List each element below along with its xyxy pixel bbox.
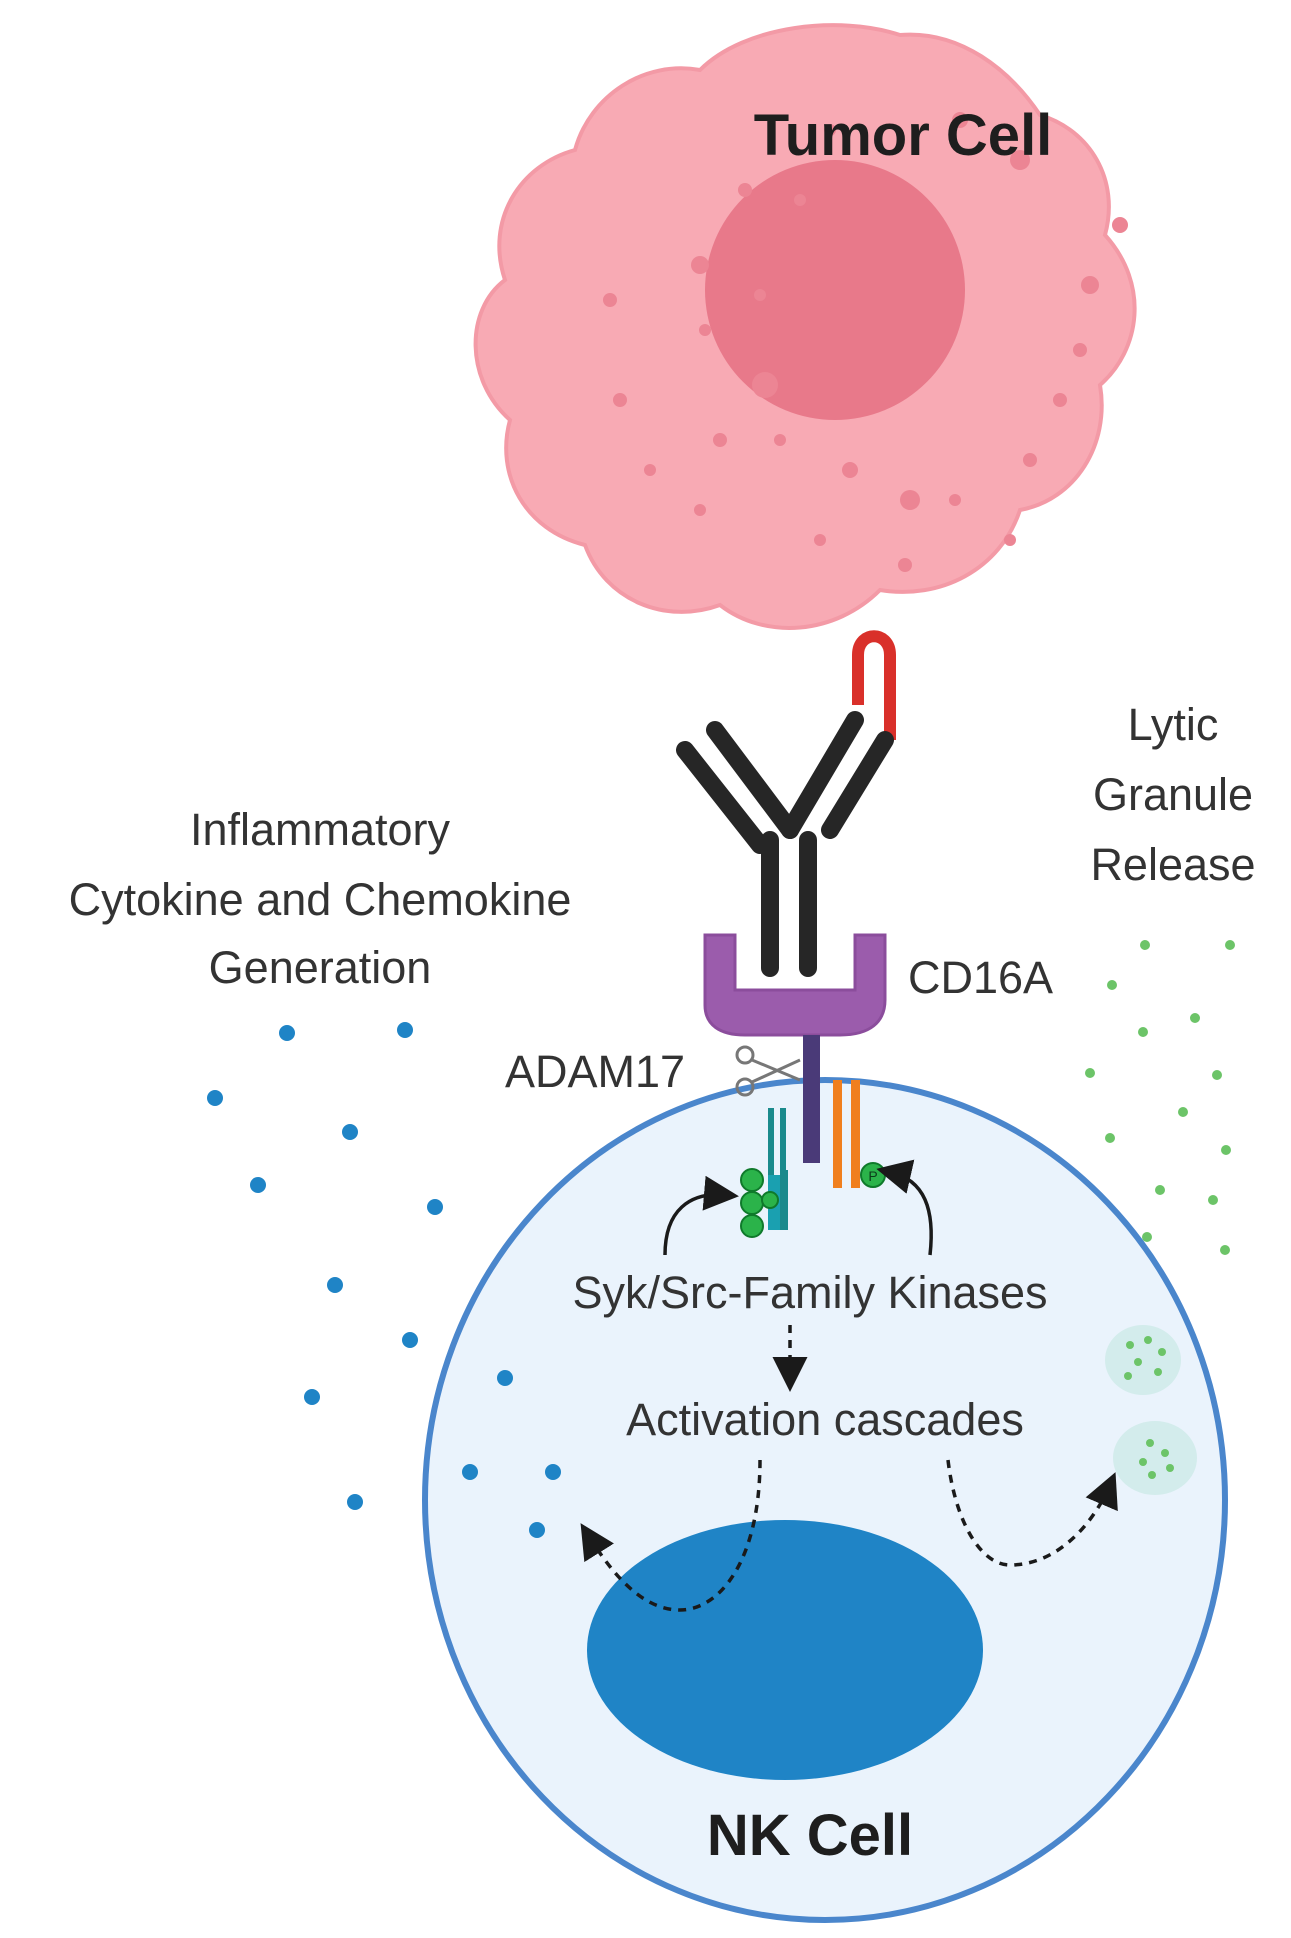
- granule-release-dots: [1085, 940, 1235, 1255]
- tumor-cell-title: Tumor Cell: [754, 103, 1053, 168]
- phospho-right: P: [860, 1162, 886, 1188]
- inflammatory-label: Inflammatory Cytokine and Chemokine Gene…: [69, 804, 572, 993]
- lytic-label: Lytic Granule Release: [1090, 699, 1255, 890]
- granule-vesicle-bottom: [1113, 1421, 1197, 1495]
- tumor-cell: Tumor Cell: [473, 23, 1137, 630]
- itam-orange-chains: [833, 1080, 860, 1188]
- activation-to-cytokine-arrow: [580, 1459, 762, 1612]
- nk-cell-membrane: [422, 1077, 1228, 1923]
- inflammatory-line-1: Inflammatory: [190, 804, 451, 855]
- lytic-line-2: Granule: [1093, 769, 1253, 820]
- activation-label: Activation cascades: [626, 1394, 1024, 1445]
- lytic-line-1: Lytic: [1128, 699, 1219, 750]
- cd16a-label: CD16A: [908, 952, 1053, 1003]
- inflammatory-line-2: Cytokine and Chemokine: [69, 874, 572, 925]
- adam17-label: ADAM17: [505, 1046, 685, 1097]
- nk-cell: NK Cell: [422, 1077, 1228, 1923]
- phospho-group-left: [740, 1168, 779, 1238]
- phospho-mark: P: [868, 1168, 877, 1184]
- lytic-line-3: Release: [1090, 839, 1255, 890]
- inflammatory-line-3: Generation: [209, 942, 432, 993]
- tumor-antigen: [852, 630, 896, 740]
- tumor-cell-nucleus: [705, 160, 965, 420]
- kinases-label: Syk/Src-Family Kinases: [572, 1267, 1047, 1318]
- tumor-speckles: [603, 112, 1128, 572]
- cytokine-dots: [207, 1022, 561, 1538]
- nk-cell-nucleus: [587, 1520, 983, 1780]
- activation-to-granule-arrow: [946, 1459, 1118, 1567]
- kinase-arrow-right: [876, 1159, 933, 1256]
- cd16a-receptor: [703, 933, 887, 1163]
- kinase-arrow-left: [663, 1175, 739, 1256]
- antibody: [676, 711, 894, 977]
- nk-cell-title: NK Cell: [707, 1803, 913, 1868]
- granule-vesicle-top: [1105, 1325, 1181, 1395]
- scissors-icon: [735, 1045, 801, 1097]
